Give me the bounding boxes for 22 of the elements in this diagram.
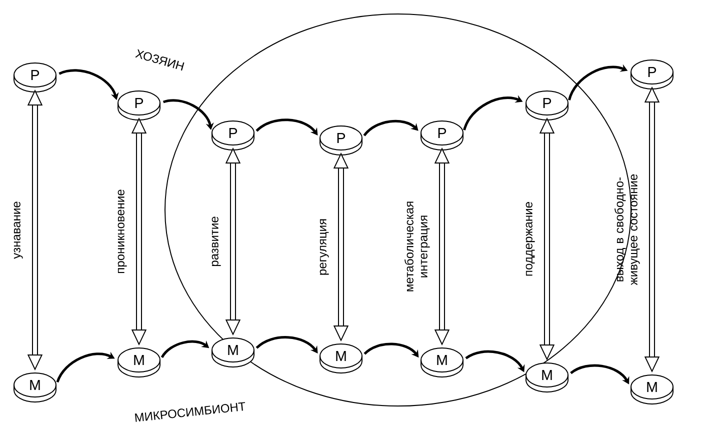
edge-label: регуляция — [320, 219, 329, 275]
disc: М — [14, 372, 56, 402]
disc: М — [526, 362, 568, 392]
disc: М — [212, 338, 254, 368]
disc: Р — [420, 120, 464, 150]
disc: М — [320, 344, 362, 374]
disc: М — [630, 374, 674, 404]
disc: М — [118, 348, 160, 378]
disc: Р — [118, 90, 160, 120]
region-label: МИКРОСИМБИОНТ — [134, 402, 246, 422]
disc: Р — [212, 120, 254, 150]
edge-label: поддержание — [526, 202, 535, 276]
edge-label: узнавание — [14, 202, 23, 259]
disc: Р — [320, 126, 362, 156]
edge-label: выход в свободно-живущее состояние — [614, 174, 640, 286]
disc: Р — [526, 90, 568, 120]
disc: Р — [14, 62, 56, 92]
edge-label: проникновение — [118, 190, 127, 273]
disc: Р — [630, 60, 674, 90]
edge-label: развитие — [212, 216, 221, 266]
disc: М — [420, 348, 464, 378]
edge-label: метаболическая интеграция — [404, 202, 430, 292]
